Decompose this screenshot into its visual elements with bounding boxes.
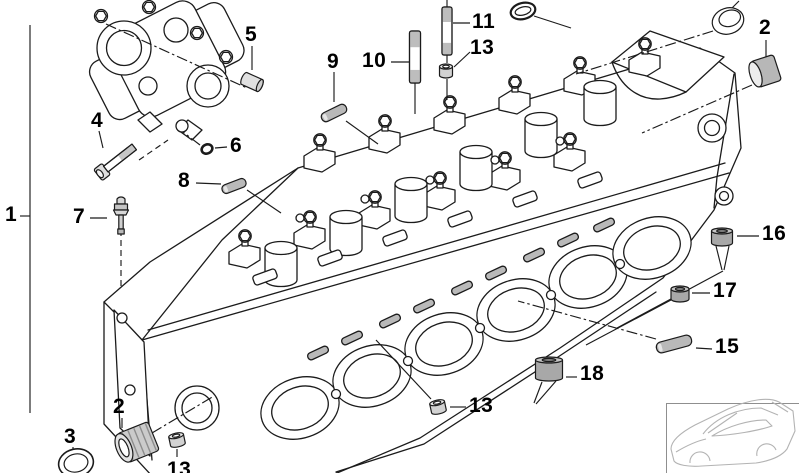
part-10-stud [408, 30, 422, 84]
leader-line [105, 23, 248, 89]
part-label-5: 5 [245, 23, 258, 46]
car-silhouette [670, 398, 796, 467]
leader-line [616, 270, 724, 329]
part-4-socket-bolt [93, 143, 138, 181]
part-label-2-top: 2 [759, 16, 772, 39]
leader-line [723, 245, 730, 271]
part-oval-seal [509, 1, 537, 21]
part-16-cap-grommet [710, 227, 734, 247]
leader-line [182, 131, 201, 146]
leader-line [195, 182, 222, 185]
part-label-16: 16 [762, 222, 787, 245]
car-inset-box [666, 398, 799, 473]
part-label-18: 18 [580, 362, 605, 385]
part-13-bushing-top [438, 63, 454, 79]
leader-line [533, 381, 543, 404]
part-8-dowel-pin [221, 177, 247, 195]
leader-line [345, 120, 379, 145]
part-label-17: 17 [713, 279, 738, 302]
leader-lines-layer [20, 0, 767, 458]
part-label-15: 15 [715, 335, 740, 358]
camshaft-housing-illustration [88, 0, 245, 141]
leader-line [575, 30, 714, 75]
part-label-4: 4 [91, 109, 104, 132]
part-label-10: 10 [362, 49, 387, 72]
leader-line [375, 339, 432, 400]
part-5-dowel [240, 71, 264, 93]
part-label-7: 7 [73, 205, 86, 228]
cylinder-head-illustration [103, 30, 742, 473]
part-core-plug-disc [711, 7, 745, 35]
part-6-oring [200, 143, 214, 155]
part-2-ribbed-plug [114, 421, 160, 463]
leader-line [151, 395, 215, 434]
leader-line [585, 299, 672, 346]
part-label-8: 8 [178, 169, 191, 192]
part-18-cap-grommet [534, 356, 564, 382]
part-label-9: 9 [327, 50, 340, 73]
leader-line [695, 347, 713, 350]
part-7-valve [112, 196, 130, 235]
part-17-cap-grommet [670, 285, 690, 303]
leader-line [535, 380, 557, 405]
part-label-13-right: 13 [469, 394, 494, 417]
leader-line [98, 130, 104, 149]
leader-line [715, 245, 723, 271]
part-9-dowel-pin [320, 103, 348, 123]
leader-line [517, 300, 657, 340]
part-label-3: 3 [64, 425, 77, 448]
leader-line [138, 139, 169, 161]
part-3-seal-ring [57, 448, 95, 473]
part-label-13-top: 13 [470, 36, 495, 59]
part-label-13-bottom: 13 [167, 458, 192, 473]
leader-line [453, 51, 471, 68]
part-13-bushing-bottom [168, 432, 186, 448]
leader-line [641, 84, 753, 134]
part-15-dowel-pin [655, 334, 693, 354]
leader-line [214, 146, 228, 149]
part-2-cap-right [748, 54, 782, 88]
part-label-2-bottom: 2 [113, 395, 126, 418]
loose-parts-layer [57, 1, 782, 473]
part-label-11: 11 [472, 10, 496, 33]
part-label-1: 1 [5, 203, 18, 226]
part-13-bushing-right [429, 399, 447, 415]
leader-line [533, 15, 572, 29]
housing-bolts [93, 0, 234, 65]
leader-line [246, 189, 282, 214]
part-11-stud [441, 6, 453, 56]
part-label-6: 6 [230, 134, 243, 157]
